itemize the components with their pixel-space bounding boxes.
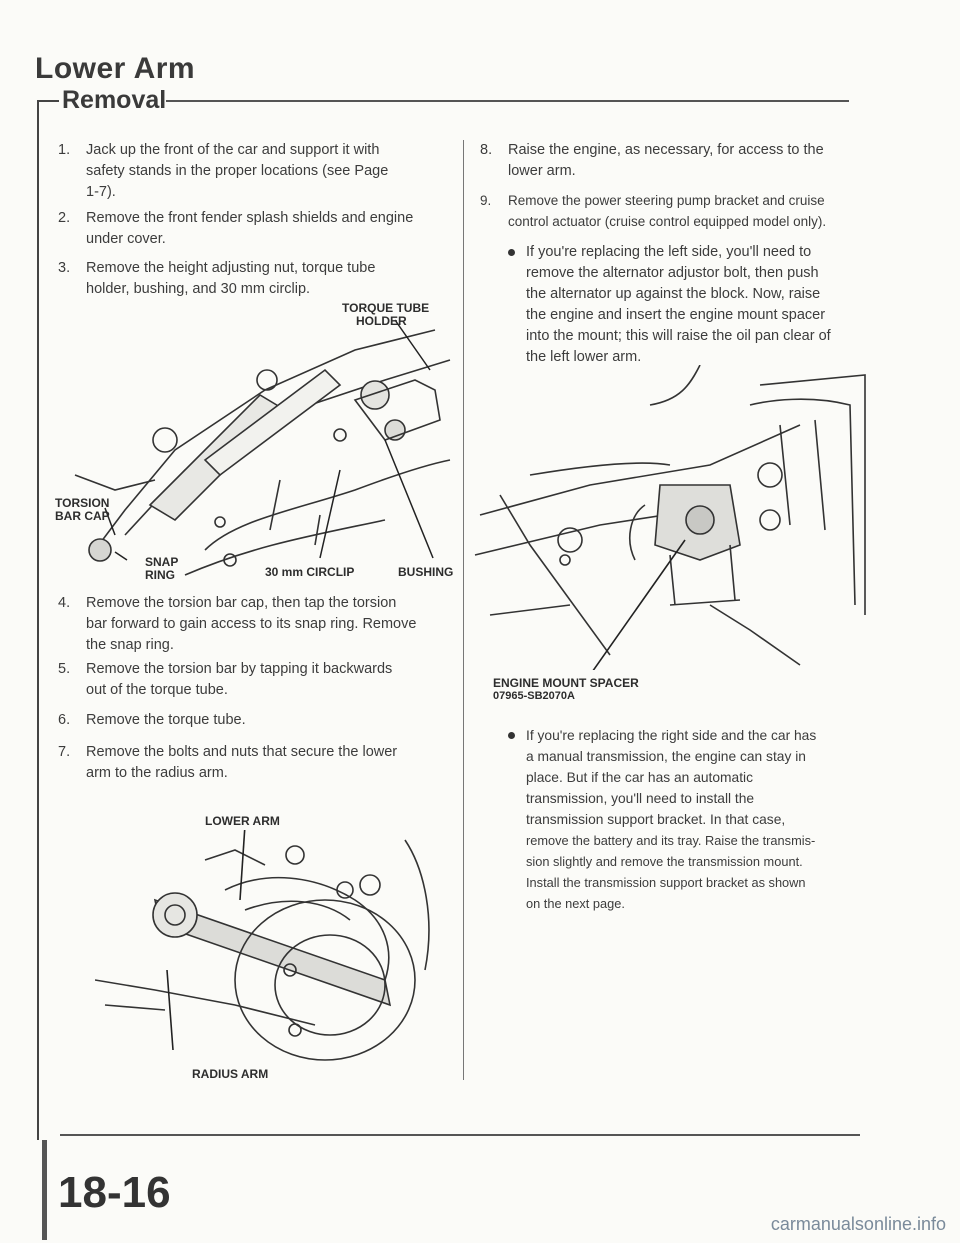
footer-watermark: carmanualsonline.info: [770, 1214, 946, 1234]
lower-arm-figure: [95, 830, 430, 1061]
label-radius-arm: RADIUS ARM: [192, 1067, 269, 1081]
section-bracket-horizontal: [37, 100, 59, 102]
label-engine-mount-spacer: ENGINE MOUNT SPACER 07965-SB2070A: [493, 676, 639, 703]
label-circlip: 30 mm CIRCLIP: [265, 565, 355, 579]
bullet-icon: [508, 249, 515, 256]
label-torque-tube-holder: TORQUE TUBE HOLDER: [342, 301, 430, 328]
label-bushing: BUSHING: [398, 565, 454, 579]
section-heading: Removal: [62, 86, 167, 114]
torque-tube-figure: [74, 319, 451, 576]
margin-bar: [42, 1140, 47, 1240]
footer-rule: [60, 1134, 860, 1136]
page-number: 18-16: [58, 1168, 171, 1217]
header-rule: [166, 100, 849, 102]
engine-mount-figure: [474, 365, 866, 670]
section-bracket-vertical: [37, 100, 39, 1140]
label-lower-arm: LOWER ARM: [205, 814, 280, 828]
column-divider: [463, 140, 464, 1080]
label-torsion-bar-cap: TORSION BAR CAP: [55, 496, 110, 523]
label-snap-ring: SNAP RING: [145, 555, 179, 582]
bullet-icon: [508, 732, 515, 739]
page-title: Lower Arm: [35, 52, 196, 85]
